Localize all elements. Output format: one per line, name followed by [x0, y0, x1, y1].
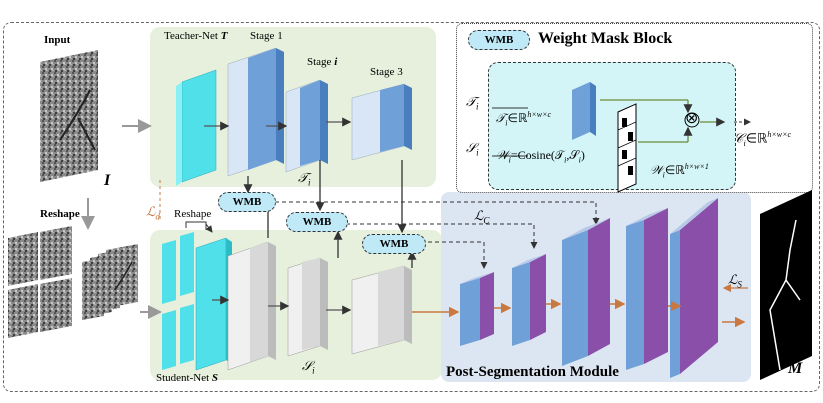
legend-si-sub: i	[476, 147, 479, 158]
s-i-sym: 𝒮	[302, 358, 313, 373]
loss-c-label: ℒC	[474, 208, 489, 226]
otimes-symbol: ⊗	[685, 110, 699, 127]
wmb-legend-title: Weight Mask Block	[538, 30, 673, 47]
post-seg-blocks	[460, 198, 718, 378]
legend-wi-set-sub: i	[662, 170, 665, 180]
stage3-label: Stage 3	[370, 66, 403, 78]
loss-s-sub: S	[737, 279, 742, 290]
teacher-symbol: T	[220, 30, 228, 42]
legend-si-input: 𝒮i	[466, 140, 479, 158]
reshape-student-label: Reshape	[174, 208, 212, 220]
wmb-block-2: WMB	[286, 212, 348, 232]
input-symbol: I	[104, 172, 111, 189]
legend-ti-input: 𝒯i	[466, 94, 478, 112]
legend-wi-eq-text: =Cosine(𝒯	[510, 148, 565, 162]
stage-i-label: Stage i	[307, 56, 337, 68]
legend-wi-set-text: ∈ℝ	[664, 163, 685, 177]
reshape-patches	[8, 226, 138, 338]
legend-wi-eq-end: )	[580, 148, 585, 162]
loss-d-label: ℒd	[146, 204, 160, 222]
input-label: Input	[44, 34, 71, 46]
reshape-label: Reshape	[40, 208, 80, 220]
outer-frame	[3, 22, 820, 392]
legend-ti-eq-set: ∈ℝ	[507, 111, 528, 125]
loss-d-sub: d	[155, 211, 160, 222]
legend-wi-eq-sub2: i	[578, 155, 581, 165]
loss-s-label: ℒS	[728, 272, 742, 290]
legend-wi-set-sym: 𝒲	[650, 163, 663, 177]
legend-ti-eq-sub: i	[505, 118, 508, 128]
legend-ti-eq: 𝒯i∈ℝh×w×c	[496, 110, 551, 127]
s-i-label: 𝒮i	[302, 358, 315, 376]
student-net-label: Student-Net S	[156, 372, 218, 384]
loss-s-sym: ℒ	[728, 272, 738, 287]
wmb-block-1: WMB	[218, 192, 276, 212]
teacher-blocks	[176, 47, 412, 186]
wmb-block-3: WMB	[362, 234, 426, 254]
t-i-sym: 𝒯	[298, 170, 308, 185]
student-net-text: Student-Net	[156, 372, 210, 384]
legend-ci-sym: 𝒞	[734, 130, 744, 146]
legend-wi-set-sup: h×w×1	[684, 162, 709, 171]
legend-ti-eq-sup: h×w×c	[527, 110, 552, 119]
stage-i-symbol: i	[334, 56, 338, 68]
post-seg-label: Post-Segmentation Module	[446, 364, 619, 380]
legend-wi-eq-sub1: i	[564, 155, 567, 165]
stage-i-text: Stage	[307, 56, 332, 68]
legend-ci-set: 𝒞i∈ℝh×w×c	[734, 130, 791, 148]
output-symbol: M	[788, 360, 803, 377]
input-image	[40, 50, 98, 182]
student-symbol: S	[211, 372, 219, 384]
legend-ti-eq-sym: 𝒯	[496, 111, 506, 125]
legend-ti-sub: i	[475, 101, 479, 112]
legend-internals	[492, 82, 751, 193]
t-i-label: 𝒯i	[298, 170, 310, 188]
legend-ci-sub: i	[743, 138, 746, 148]
s-i-sub: i	[312, 365, 315, 376]
loss-c-sub: C	[483, 215, 490, 226]
legend-wi-sym: 𝒲	[496, 148, 509, 162]
legend-si-sym: 𝒮	[466, 140, 477, 155]
legend-ci-set-text: ∈ℝ	[745, 130, 768, 146]
teacher-net-text: Teacher-Net	[164, 30, 218, 42]
t-i-sub: i	[307, 177, 311, 188]
legend-ti-sym: 𝒯	[466, 94, 476, 109]
legend-wi-eq: 𝒲i=Cosine(𝒯i,𝒮i)	[496, 148, 585, 164]
loss-d-sym: ℒ	[146, 204, 156, 219]
stage1-label: Stage 1	[250, 30, 283, 42]
teacher-net-label: Teacher-Net T	[164, 30, 227, 42]
output-mask	[760, 190, 812, 380]
loss-c-sym: ℒ	[474, 208, 484, 223]
legend-wi-sub: i	[508, 155, 511, 165]
legend-wi-set: 𝒲i∈ℝh×w×1	[650, 162, 709, 179]
wmb-legend-tag: WMB	[468, 30, 530, 50]
student-blocks	[162, 232, 412, 371]
legend-wi-eq-mid: ,𝒮	[566, 148, 579, 162]
legend-ci-set-sup: h×w×c	[767, 130, 792, 139]
